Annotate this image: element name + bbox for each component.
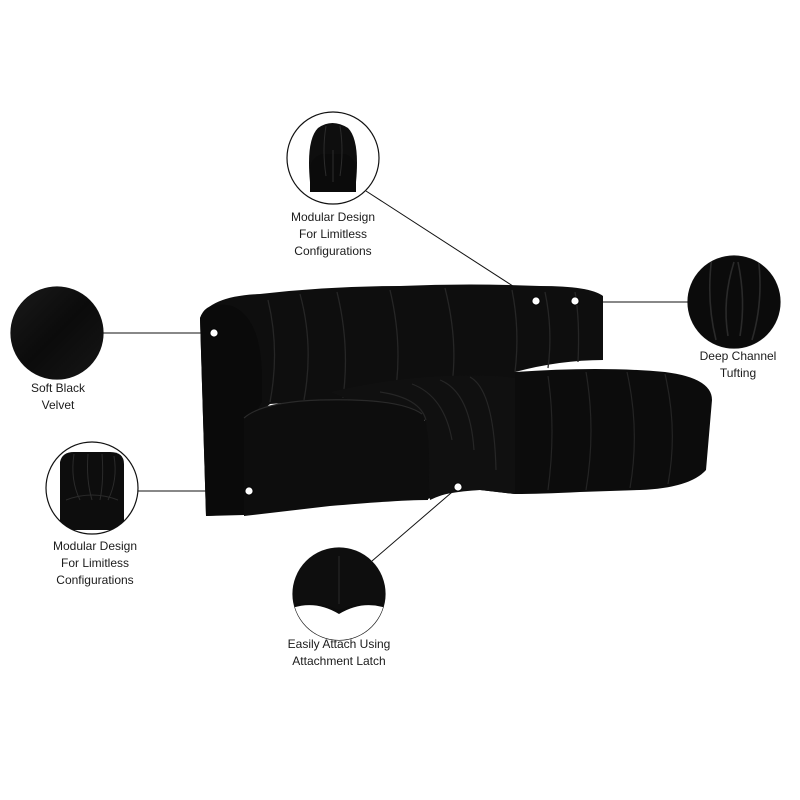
callout-label-line: Easily Attach Using (287, 637, 391, 651)
callout-label-line: Attachment Latch (292, 654, 386, 668)
callout-label-line: For Limitless (298, 227, 367, 241)
callout-label-modular-top: Modular Design For Limitless Configurati… (263, 209, 403, 260)
marker-latch (453, 482, 463, 492)
callout-label-latch: Easily Attach Using Attachment Latch (264, 636, 414, 670)
callout-label-line: Modular Design (290, 210, 376, 224)
sofa-left-seat-edge (243, 399, 423, 419)
velvet-swatch-thumbnail (10, 286, 104, 380)
callout-label-line: Configurations (294, 244, 372, 258)
callout-label-line: Configurations (56, 573, 134, 587)
callout-label-line: Deep Channel (699, 349, 777, 363)
attachment-latch-closeup-thumbnail (292, 547, 386, 641)
sofa-corner-channels (379, 376, 497, 471)
channel-tufting-closeup-thumbnail (687, 255, 781, 349)
marker-modular-left (244, 486, 254, 496)
marker-modular-top (531, 296, 541, 306)
callout-label-velvet: Soft Black Velvet (8, 380, 108, 414)
callout-label-line: Tufting (719, 366, 757, 380)
sofa-corner-seat (330, 375, 515, 500)
callout-label-tufting: Deep Channel Tufting (688, 348, 788, 382)
sectional-sofa (200, 284, 712, 516)
callout-label-line: Modular Design (52, 539, 138, 553)
modular-chair-front-thumbnail (286, 111, 380, 205)
callout-markers (209, 296, 580, 496)
callout-label-line: Velvet (41, 398, 75, 412)
sofa-left-seat (244, 399, 430, 516)
sofa-left-module (200, 304, 262, 516)
callout-label-line: Soft Black (30, 381, 86, 395)
marker-velvet (209, 328, 219, 338)
modular-corner-chair-thumbnail (45, 441, 139, 535)
leader-line-modular-top (365, 190, 537, 302)
callout-label-line: For Limitless (60, 556, 129, 570)
sofa-right-seat-channels (547, 371, 673, 491)
marker-tufting (570, 296, 580, 306)
sofa-right-seat (515, 369, 712, 494)
callout-label-modular-left: Modular Design For Limitless Configurati… (25, 538, 165, 589)
leader-line-latch (371, 486, 459, 562)
